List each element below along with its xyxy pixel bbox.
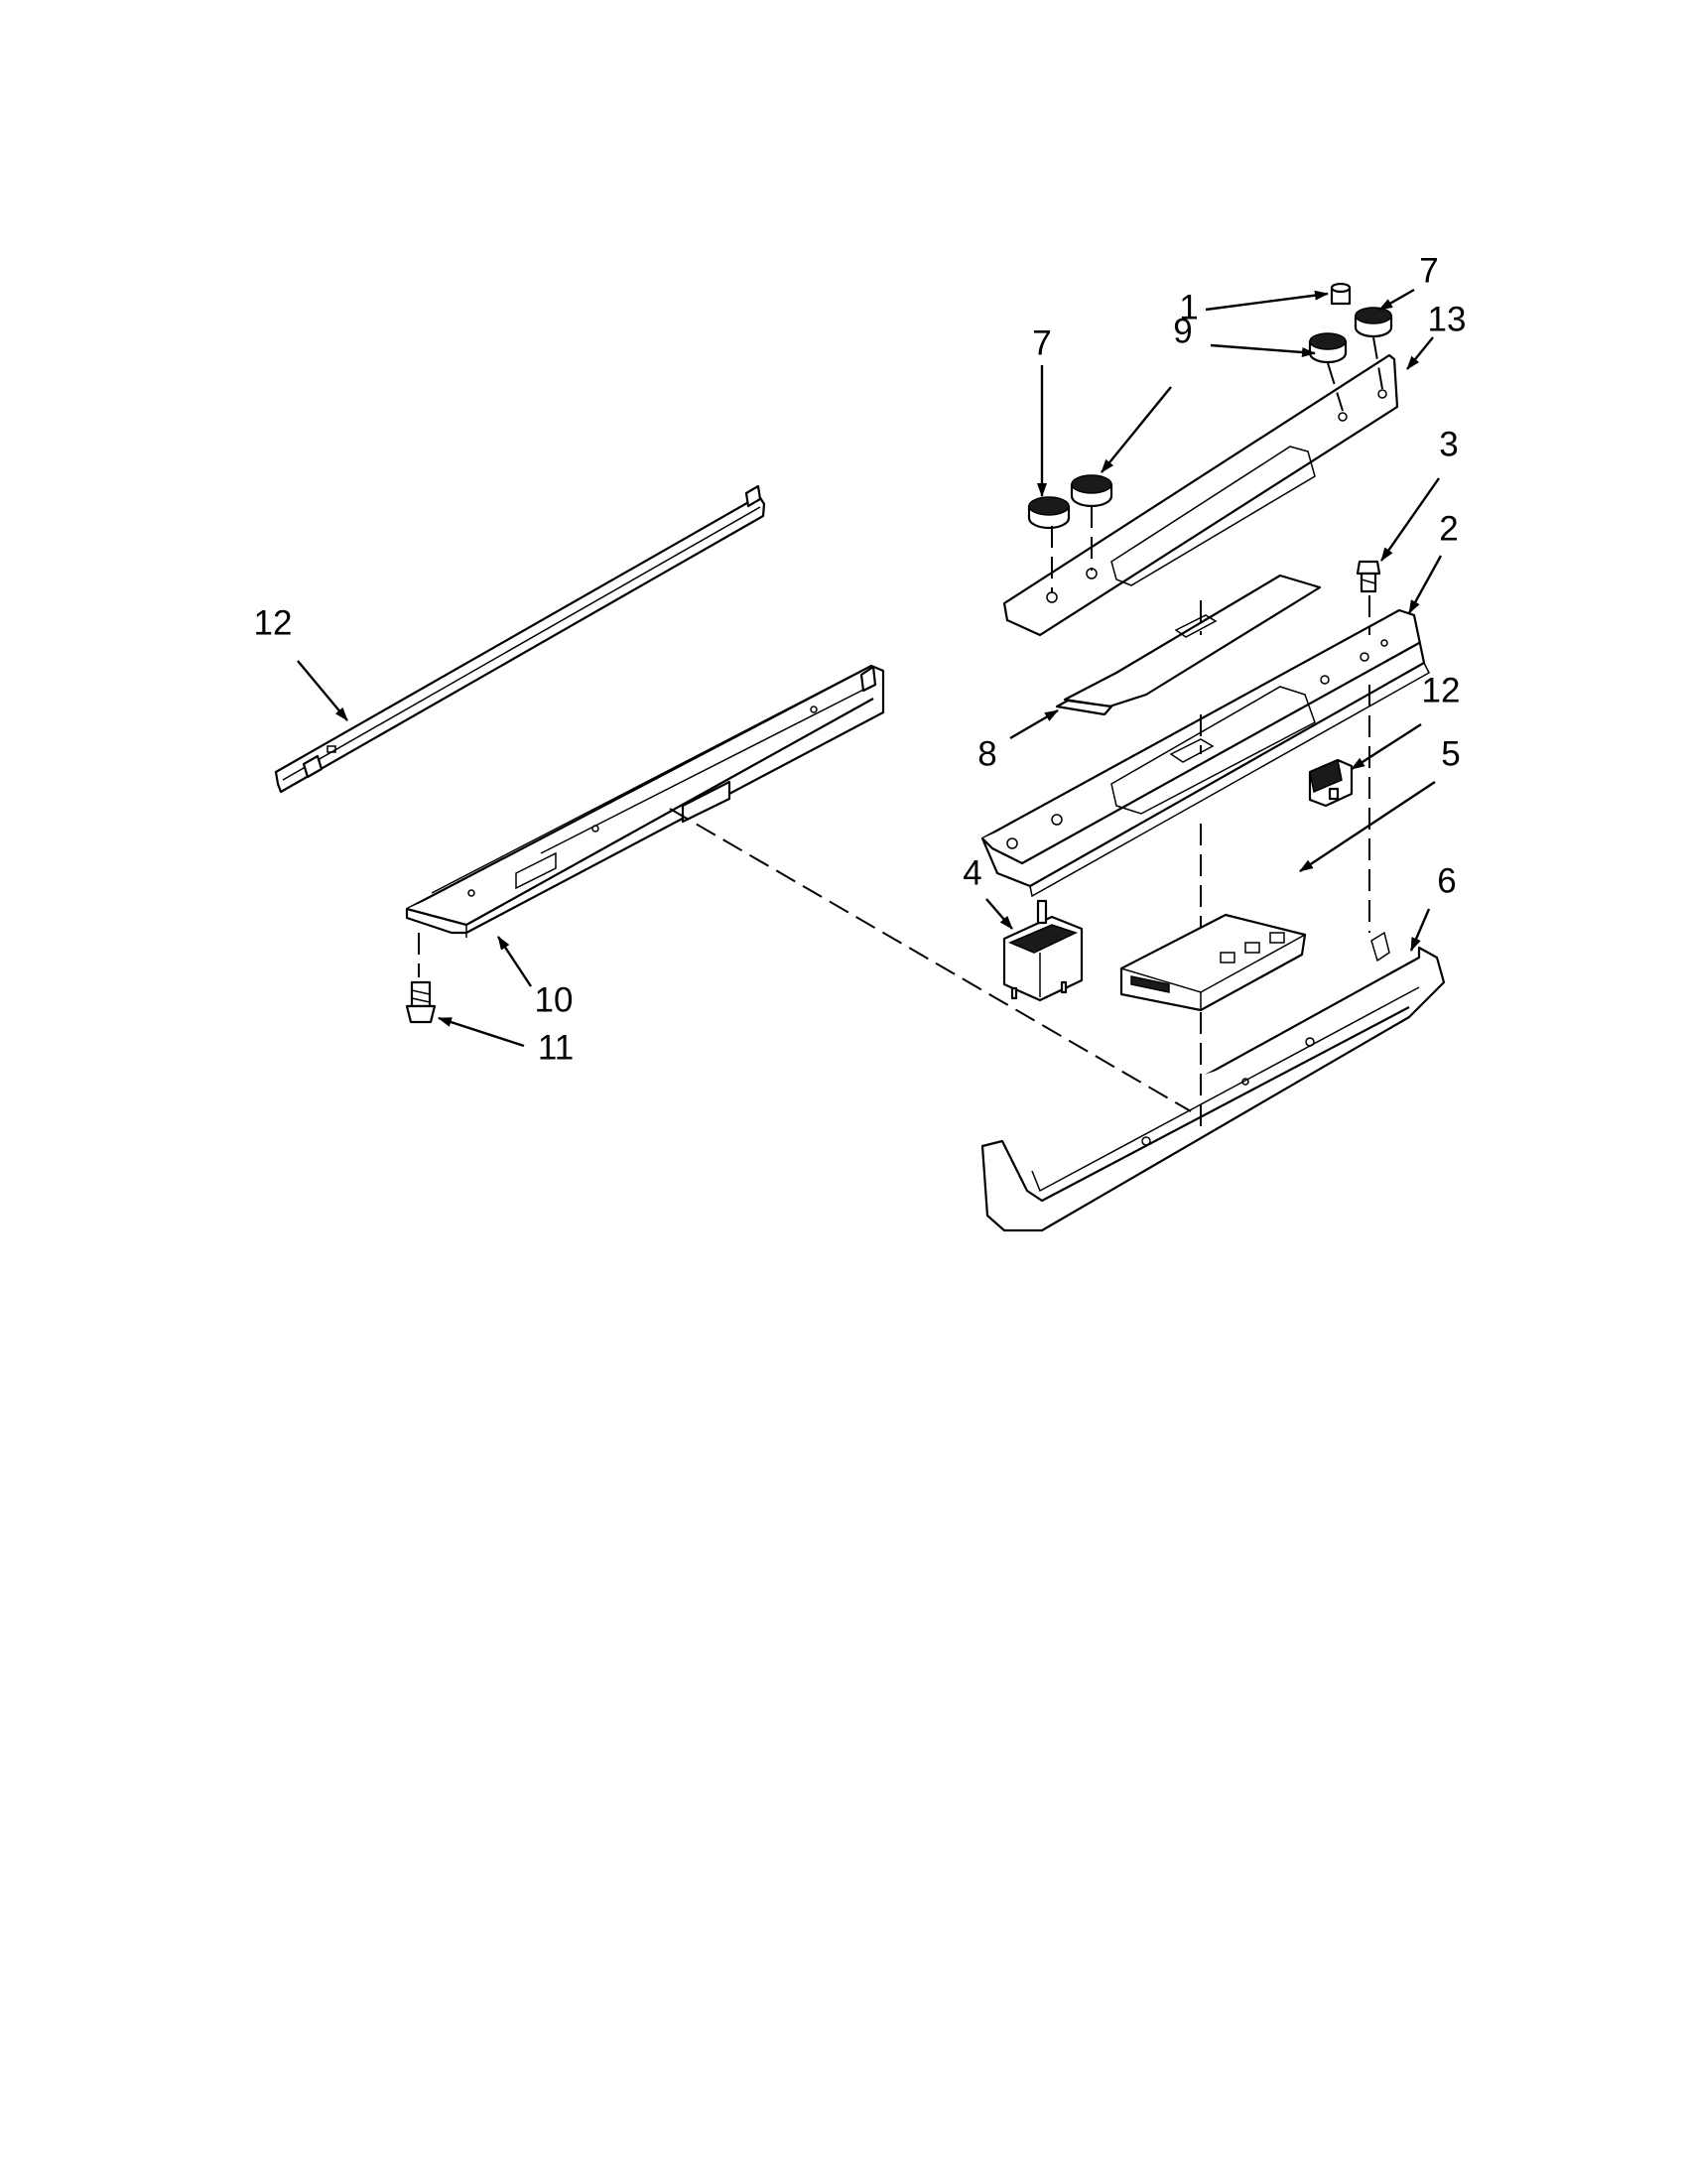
assembly-lines xyxy=(418,336,1383,1131)
callout-10: 10 xyxy=(535,980,574,1019)
part-bracket xyxy=(405,664,885,938)
callout-3: 3 xyxy=(1439,425,1458,463)
callout-9: 9 xyxy=(1173,312,1192,350)
knob-9-right xyxy=(1308,332,1348,364)
callout-7-left: 7 xyxy=(1032,323,1051,362)
part-control-board-5 xyxy=(1119,913,1307,1012)
part-touchpad-8 xyxy=(1055,574,1322,716)
leader-lines xyxy=(297,288,1443,1048)
knob-7-right xyxy=(1354,307,1393,338)
callout-8: 8 xyxy=(977,734,996,773)
part-control-4 xyxy=(1002,899,1084,1002)
part-cap-1 xyxy=(1330,282,1352,306)
part-switch-12 xyxy=(1308,758,1354,808)
knob-9-left xyxy=(1070,474,1113,508)
part-rail xyxy=(274,484,766,794)
part-bottom-trim-6 xyxy=(980,931,1446,1232)
callout-11: 11 xyxy=(538,1028,574,1067)
part-control-panel-13 xyxy=(1002,353,1399,637)
part-screw-11 xyxy=(405,980,437,1024)
callout-5: 5 xyxy=(1441,734,1460,773)
callout-13: 13 xyxy=(1428,300,1467,338)
callout-labels: 1 7 13 7 9 3 2 12 8 12 5 4 6 10 11 xyxy=(254,251,1467,1067)
callout-1: 1 xyxy=(1179,288,1198,326)
part-screw-3 xyxy=(1356,560,1381,593)
callout-12-right: 12 xyxy=(1422,671,1461,709)
knob-7-left xyxy=(1027,496,1071,530)
callout-12-left: 12 xyxy=(254,603,293,642)
callout-7-right: 7 xyxy=(1419,251,1438,290)
callout-2: 2 xyxy=(1439,509,1458,548)
callout-6: 6 xyxy=(1437,861,1456,900)
callout-4: 4 xyxy=(963,853,981,892)
